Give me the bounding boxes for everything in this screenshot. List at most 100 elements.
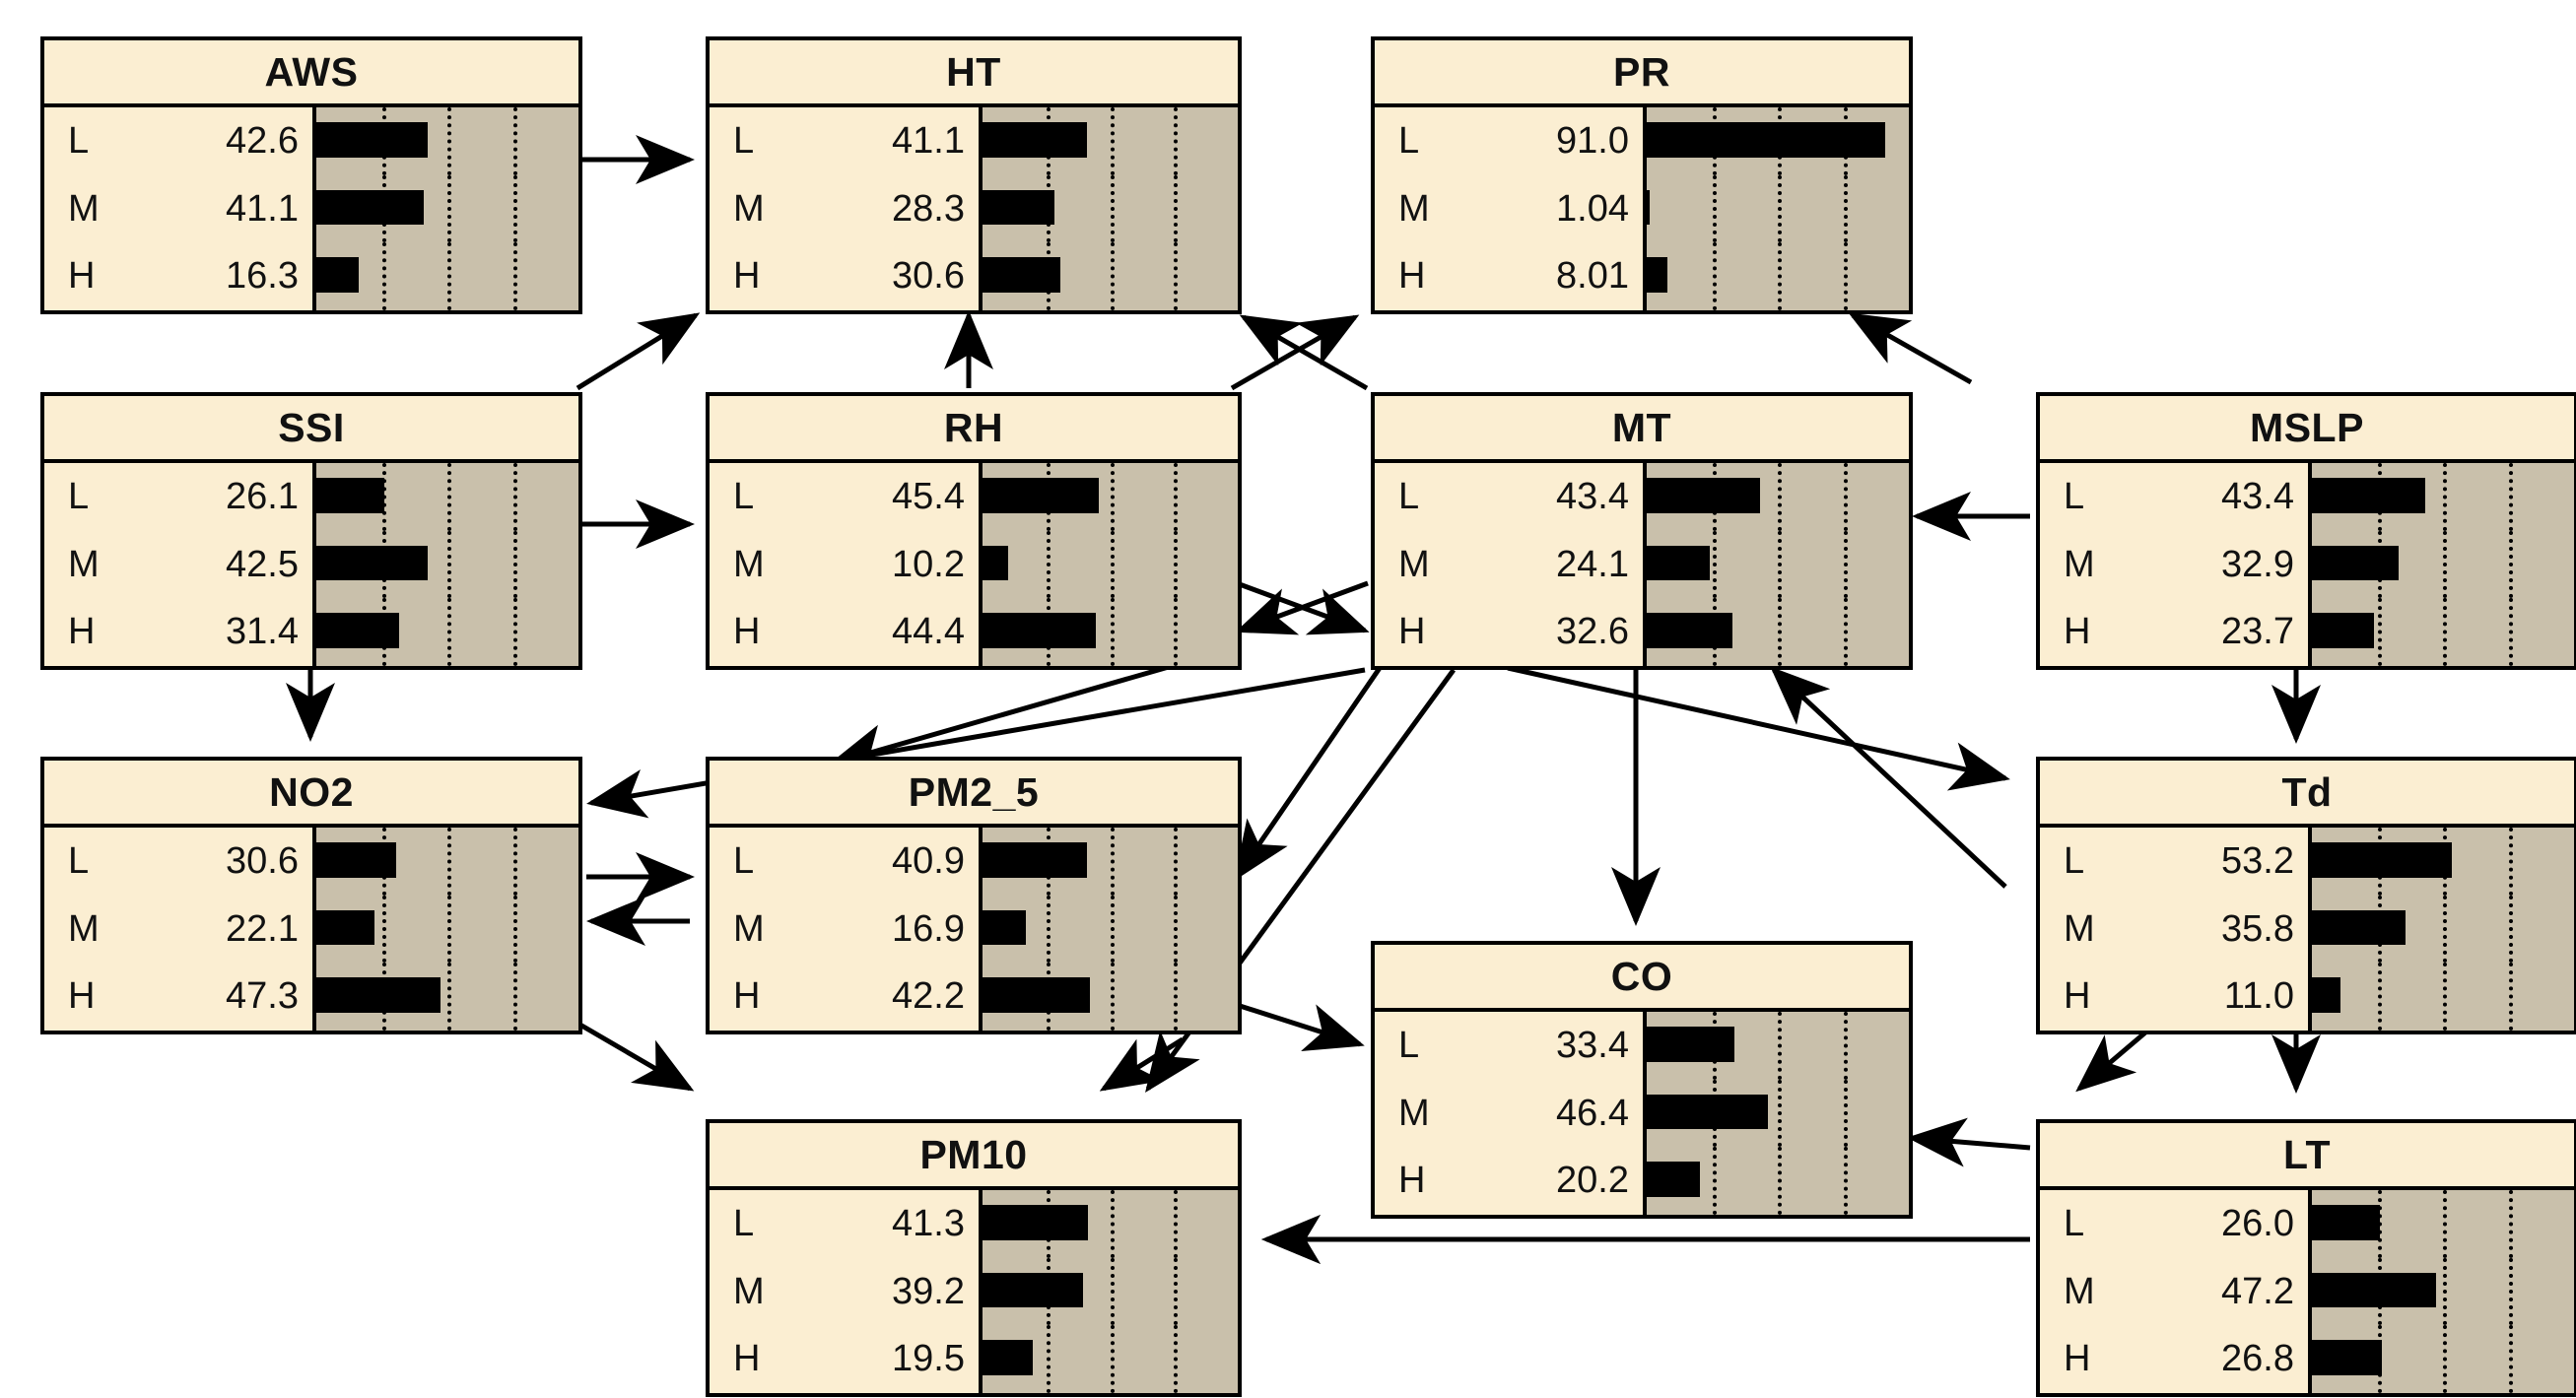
state-label: M [68,543,100,585]
state-probability-bar [2308,598,2574,667]
bar-gridline [381,242,386,311]
state-probability-bar [312,598,578,667]
state-label: H [1398,611,1426,653]
node-header: LT [2040,1123,2574,1190]
state-probability-bar [2308,963,2574,1032]
bar-fill [316,909,374,946]
bar-gridline [1174,1190,1179,1258]
bar-gridline [1046,242,1051,311]
node-header: MT [1375,396,1909,463]
state-probability-value: 19.5 [892,1338,965,1380]
state-probability-bar [1643,598,1909,667]
bar-gridline [512,828,517,896]
bar-gridline [1174,1257,1179,1326]
node-header: HT [710,40,1238,107]
state-probability-bar [979,1257,1238,1326]
bar-gridline [1778,530,1782,599]
edge-td-mt [1770,666,2007,889]
state-probability-value: 41.1 [892,119,965,162]
node-title: Td [2281,768,2333,815]
bar-gridline [381,174,386,243]
bar-gridline [1843,463,1848,531]
node-title: HT [946,48,1001,95]
node-title: MSLP [2250,404,2364,450]
state-probability-value: 44.4 [892,611,965,653]
state-probability-bar [2308,1257,2574,1326]
state-probability-value: 39.2 [892,1270,965,1312]
state-label: M [733,907,765,950]
node-title: PR [1613,48,1670,95]
state-probability-bar [979,828,1238,896]
state-label: M [68,187,100,230]
bar-gridline [1843,107,1848,175]
state-probability-value: 43.4 [2221,475,2294,517]
bar-gridline [1174,895,1179,964]
state-probability-bar [2308,530,2574,599]
bar-gridline [1110,242,1115,311]
bar-fill [2312,1340,2383,1376]
state-probability-bar [312,174,578,243]
edge-mt-td [1507,665,2010,791]
bar-fill [316,122,429,158]
state-label: M [2064,543,2095,585]
bar-gridline [381,107,386,175]
state-probability-value: 26.8 [2221,1338,2294,1380]
bar-fill [316,478,385,513]
edge-mt-pm25 [1234,666,1383,882]
bar-gridline [1843,1079,1848,1148]
state-probability-value: 32.9 [2221,543,2294,585]
state-label: L [68,839,90,882]
state-probability-value: 26.1 [226,475,299,517]
state-label: M [733,1270,765,1312]
state-probability-bar [979,963,1238,1032]
state-probability-value: 28.3 [892,187,965,230]
state-probability-bar [2308,895,2574,964]
state-probability-bar [1643,1147,1909,1216]
state-row: L 26.1 [44,463,578,531]
bar-gridline [1712,1079,1717,1148]
bar-gridline [1110,463,1115,531]
state-probability-value: 11.0 [2223,975,2294,1018]
node-header: MSLP [2040,396,2574,463]
state-probability-value: 42.2 [892,975,965,1018]
bar-gridline [1712,530,1717,599]
state-label: L [2064,1202,2085,1244]
node-header: CO [1375,945,1909,1012]
state-label: L [68,475,90,517]
bar-fill [983,189,1055,226]
bar-gridline [1843,530,1848,599]
bar-gridline [2508,1190,2513,1258]
state-probability-value: 41.1 [226,187,299,230]
bar-gridline [2377,1325,2382,1394]
edge-pm25-co [1236,1002,1365,1052]
edge-mt-pr [1239,314,1369,391]
bar-fill [2312,613,2375,649]
bar-fill [983,613,1096,649]
state-probability-bar [979,1190,1238,1258]
bar-gridline [1778,463,1782,531]
state-probability-value: 45.4 [892,475,965,517]
